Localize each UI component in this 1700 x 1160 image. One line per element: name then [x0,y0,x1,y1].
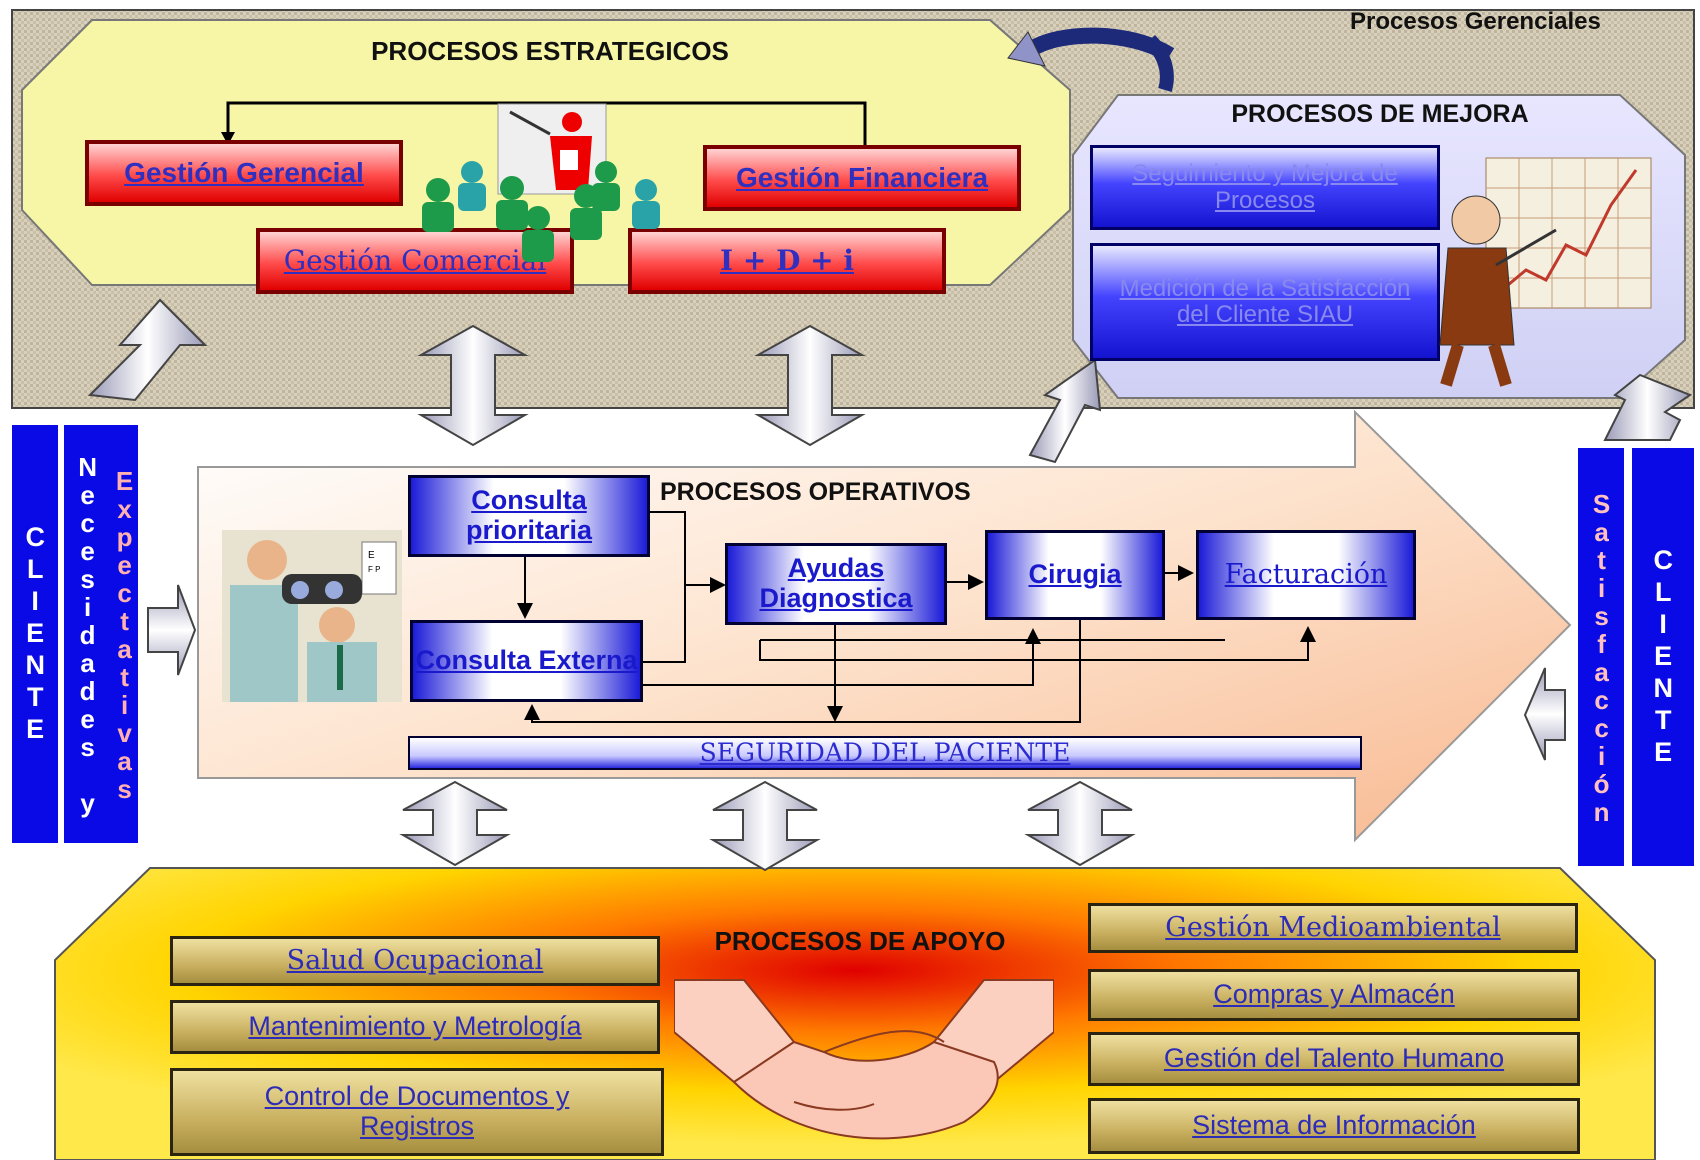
satisfaccion-text: Satisfacción [1586,489,1617,825]
management-label: Procesos Gerenciales [1350,8,1601,35]
diag-arrow-right [1603,373,1693,441]
satisfaccion-bar: Satisfacción [1578,448,1624,866]
analyst-chart-icon [1439,157,1652,387]
improvement-title: PROCESOS DE MEJORA [1231,100,1529,128]
talento-humano-box[interactable]: Gestión del Talento Humano [1088,1032,1580,1086]
up-arrow-left [87,298,208,402]
input-arrow [147,584,197,676]
gestion-financiera-box[interactable]: Gestión Financiera [703,145,1021,211]
eye-exam-icon: E F P [222,530,402,702]
facturacion-box[interactable]: Facturación [1196,530,1416,620]
gestion-comercial-box[interactable]: Gestión Comercial [256,228,574,294]
cliente-left-bar: CLIENTE [12,425,58,843]
salud-ocupacional-box[interactable]: Salud Ocupacional [170,936,660,986]
idi-box[interactable]: I + D + i [628,228,946,294]
cliente-right-bar: CLIENTE [1632,448,1694,866]
svg-text:E: E [368,550,375,561]
strategic-title: PROCESOS ESTRATEGICOS [371,36,729,66]
consulta-prioritaria-box[interactable]: Consulta prioritaria [408,475,650,557]
cliente-right-text: CLIENTE [1648,545,1679,769]
ayudas-diagnostica-box[interactable]: Ayudas Diagnostica [725,543,947,625]
support-title: PROCESOS DE APOYO [714,926,1006,956]
gestion-gerencial-box[interactable]: Gestión Gerencial [85,140,403,206]
cliente-left-text: CLIENTE [20,522,51,746]
mantenimiento-box[interactable]: Mantenimiento y Metrología [170,1000,660,1054]
expectativas-text: Expectativas [109,466,140,802]
sistema-informacion-box[interactable]: Sistema de Información [1088,1098,1580,1154]
double-arrow-5 [1024,780,1136,867]
double-arrow-4 [709,780,821,872]
compras-almacen-box[interactable]: Compras y Almacén [1088,969,1580,1021]
double-arrow-3 [399,780,511,867]
necesidades-text: Necesidades y [72,452,103,816]
svg-text:F P: F P [368,565,380,574]
control-documentos-box[interactable]: Control de Documentos y Registros [170,1068,664,1156]
operative-title: PROCESOS OPERATIVOS [660,478,971,506]
operative-arrow [197,409,1572,843]
double-arrow-1 [417,324,529,447]
seguimiento-box[interactable]: Seguimiento y Mejora de Procesos [1090,145,1440,230]
medicion-box[interactable]: Medición de la Satisfacción del Cliente … [1090,243,1440,361]
diag-arrow-mejora [1028,358,1102,464]
cirugia-box[interactable]: Cirugia [985,530,1165,620]
handshake-icon [674,979,1054,1140]
gestion-medioambiental-box[interactable]: Gestión Medioambiental [1088,903,1578,953]
consulta-externa-box[interactable]: Consulta Externa [410,620,643,702]
flow-lines [517,511,1316,723]
double-arrow-2 [754,324,866,447]
expectativas-bar: Expectativas [109,425,140,843]
presentation-icon [422,103,660,262]
output-arrow [1523,667,1566,761]
seguridad-paciente-bar[interactable]: SEGURIDAD DEL PACIENTE [408,736,1362,770]
strategic-connector [226,101,867,148]
necesidades-bar: Necesidades y [64,425,110,843]
